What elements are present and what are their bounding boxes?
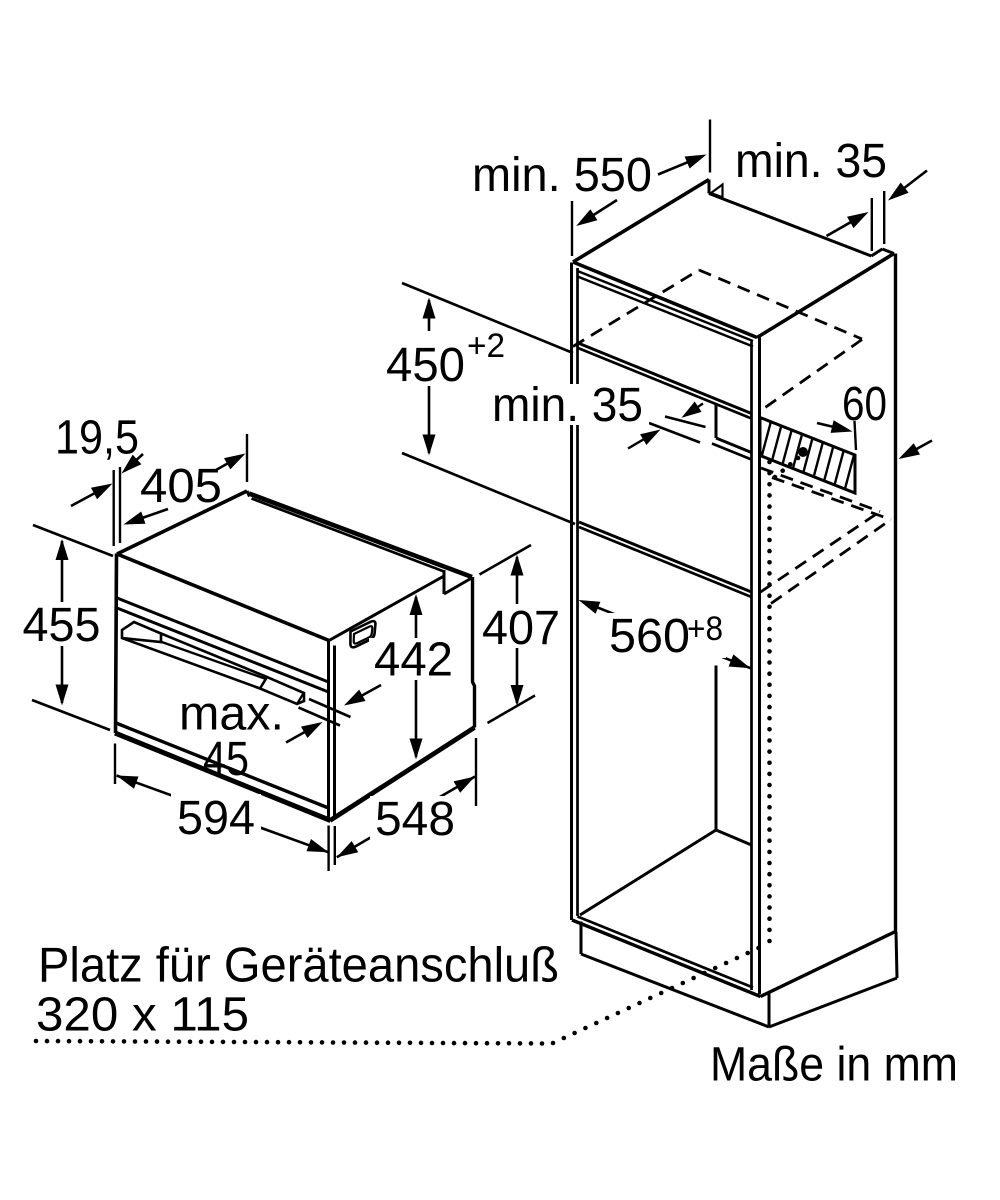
svg-text:45: 45 — [203, 733, 249, 786]
svg-text:+8: +8 — [687, 610, 723, 648]
svg-text:442: 442 — [374, 634, 453, 687]
svg-text:max.: max. — [179, 688, 284, 741]
svg-text:min. 35: min. 35 — [735, 135, 887, 188]
svg-text:594: 594 — [177, 792, 255, 845]
svg-text:455: 455 — [23, 599, 101, 652]
svg-text:Maße in mm: Maße in mm — [710, 1039, 958, 1092]
svg-text:560: 560 — [609, 610, 690, 663]
svg-text:407: 407 — [482, 602, 560, 655]
svg-text:60: 60 — [842, 378, 887, 431]
svg-text:19,5: 19,5 — [55, 412, 139, 465]
svg-text:min. 550: min. 550 — [472, 149, 652, 202]
svg-text:min. 35: min. 35 — [492, 379, 643, 432]
svg-text:320 x 115: 320 x 115 — [36, 989, 249, 1042]
svg-text:405: 405 — [140, 460, 222, 513]
svg-text:Platz für Geräteanschluß: Platz für Geräteanschluß — [38, 939, 559, 993]
svg-text:548: 548 — [375, 793, 455, 846]
svg-text:+2: +2 — [467, 327, 505, 365]
svg-text:450: 450 — [386, 339, 465, 392]
